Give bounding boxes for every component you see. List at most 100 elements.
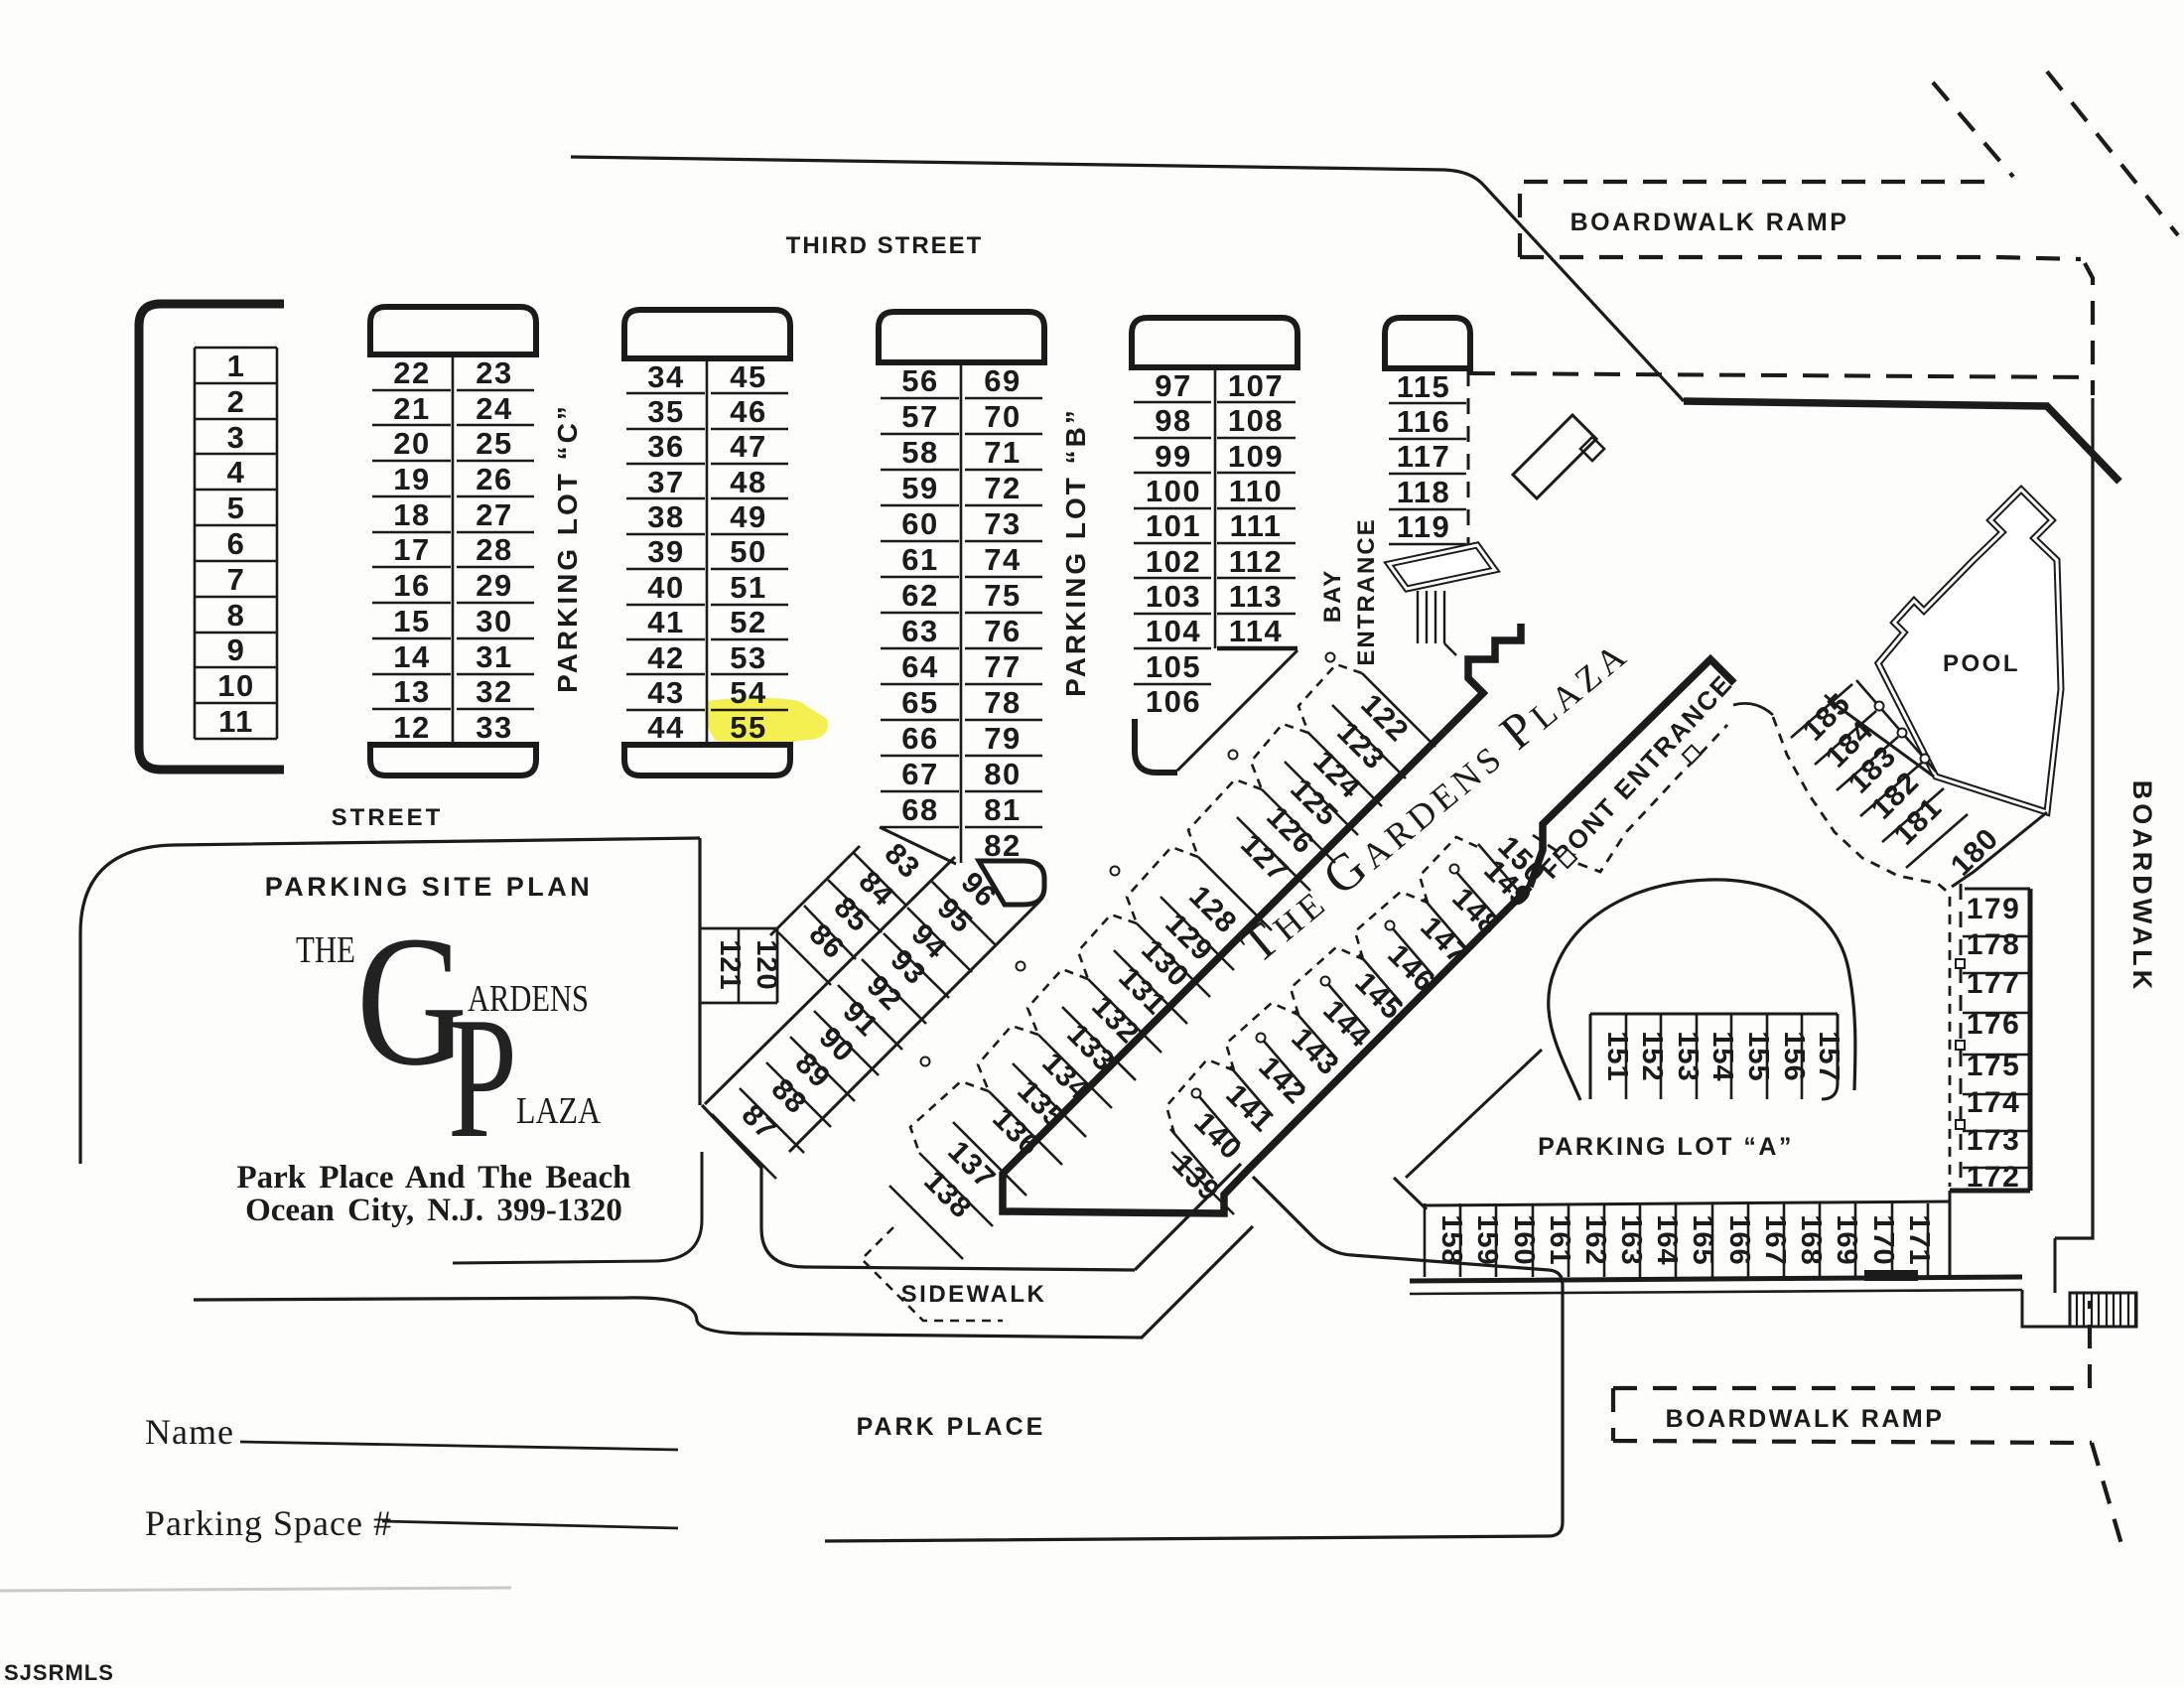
svg-text:111: 111	[1230, 508, 1283, 543]
svg-text:165: 165	[1687, 1214, 1718, 1265]
svg-text:40: 40	[647, 570, 684, 605]
svg-text:173: 173	[1967, 1124, 2021, 1157]
svg-text:101: 101	[1146, 508, 1201, 543]
svg-text:ARDENS: ARDENS	[468, 978, 589, 1020]
svg-text:57: 57	[901, 399, 938, 434]
svg-text:121: 121	[714, 939, 746, 990]
svg-text:157: 157	[1813, 1031, 1844, 1081]
svg-text:171: 171	[1903, 1214, 1935, 1265]
svg-text:115: 115	[1397, 369, 1451, 404]
svg-text:69: 69	[984, 363, 1021, 398]
svg-text:114: 114	[1229, 614, 1284, 648]
svg-text:G: G	[356, 897, 468, 1104]
svg-text:29: 29	[476, 568, 512, 603]
svg-text:30: 30	[476, 604, 512, 638]
svg-text:5: 5	[227, 491, 246, 525]
svg-text:Parking Space #: Parking Space #	[145, 1503, 392, 1543]
svg-text:99: 99	[1155, 439, 1191, 474]
svg-text:100: 100	[1146, 474, 1201, 508]
svg-text:POOL: POOL	[1943, 650, 2020, 677]
svg-text:18: 18	[393, 497, 430, 532]
svg-text:110: 110	[1229, 474, 1284, 508]
svg-text:46: 46	[730, 394, 766, 429]
svg-text:14: 14	[393, 639, 430, 674]
svg-text:16: 16	[393, 568, 430, 603]
svg-text:174: 174	[1967, 1086, 2021, 1119]
svg-text:60: 60	[901, 506, 938, 541]
svg-text:118: 118	[1397, 475, 1451, 509]
svg-text:172: 172	[1967, 1161, 2021, 1194]
svg-text:107: 107	[1228, 368, 1284, 403]
svg-text:STREET: STREET	[332, 804, 444, 831]
svg-text:179: 179	[1967, 893, 2021, 925]
svg-text:102: 102	[1146, 544, 1201, 579]
svg-text:BOARDWALK RAMP: BOARDWALK RAMP	[1666, 1405, 1945, 1433]
svg-text:42: 42	[647, 640, 684, 675]
svg-text:THE: THE	[296, 929, 355, 971]
svg-text:43: 43	[647, 675, 684, 710]
svg-text:7: 7	[227, 562, 246, 597]
svg-text:98: 98	[1155, 403, 1191, 438]
svg-text:36: 36	[647, 429, 684, 464]
svg-text:167: 167	[1759, 1214, 1791, 1265]
svg-text:PARK PLACE: PARK PLACE	[857, 1413, 1046, 1441]
svg-text:120: 120	[751, 939, 782, 990]
svg-text:162: 162	[1579, 1214, 1611, 1265]
svg-text:81: 81	[984, 792, 1021, 827]
svg-text:50: 50	[730, 534, 766, 569]
svg-text:26: 26	[476, 462, 512, 496]
svg-text:97: 97	[1155, 368, 1191, 403]
svg-text:103: 103	[1146, 579, 1201, 614]
svg-text:1: 1	[227, 349, 246, 383]
svg-text:24: 24	[476, 391, 512, 426]
svg-text:80: 80	[984, 757, 1021, 791]
svg-text:BOARDWALK RAMP: BOARDWALK RAMP	[1570, 209, 1849, 236]
svg-text:75: 75	[984, 578, 1021, 613]
svg-text:3: 3	[227, 420, 246, 455]
svg-text:39: 39	[647, 534, 684, 569]
svg-text:67: 67	[901, 757, 938, 791]
svg-text:PARKING LOT “A”: PARKING LOT “A”	[1538, 1133, 1794, 1161]
svg-text:119: 119	[1397, 509, 1451, 544]
svg-text:73: 73	[984, 506, 1021, 541]
svg-text:BAY: BAY	[1319, 569, 1346, 623]
svg-text:13: 13	[393, 674, 430, 709]
svg-text:21: 21	[393, 391, 430, 426]
svg-text:28: 28	[476, 532, 512, 567]
svg-text:BOARDWALK: BOARDWALK	[2127, 780, 2157, 993]
svg-text:76: 76	[984, 614, 1021, 648]
svg-text:82: 82	[984, 828, 1021, 863]
svg-text:70: 70	[984, 399, 1021, 434]
svg-text:78: 78	[984, 685, 1021, 720]
svg-text:113: 113	[1229, 579, 1284, 614]
svg-text:161: 161	[1544, 1214, 1575, 1265]
svg-text:158: 158	[1435, 1214, 1467, 1265]
svg-text:52: 52	[730, 605, 766, 639]
svg-text:34: 34	[647, 359, 684, 394]
svg-text:156: 156	[1778, 1031, 1810, 1081]
svg-text:11: 11	[218, 704, 254, 739]
svg-text:54: 54	[730, 675, 766, 710]
svg-text:105: 105	[1146, 649, 1201, 684]
svg-text:153: 153	[1672, 1031, 1704, 1081]
svg-text:166: 166	[1723, 1214, 1755, 1265]
svg-text:58: 58	[901, 435, 938, 470]
svg-text:61: 61	[901, 542, 938, 577]
svg-text:10: 10	[217, 668, 254, 703]
svg-text:116: 116	[1397, 404, 1451, 439]
svg-text:71: 71	[984, 435, 1021, 470]
svg-text:P: P	[448, 981, 517, 1174]
svg-text:22: 22	[393, 355, 430, 390]
svg-text:155: 155	[1742, 1031, 1774, 1081]
svg-text:65: 65	[901, 685, 938, 720]
svg-text:164: 164	[1651, 1214, 1683, 1265]
svg-text:15: 15	[393, 604, 430, 638]
svg-text:45: 45	[730, 359, 766, 394]
svg-text:17: 17	[393, 532, 430, 567]
svg-text:9: 9	[227, 633, 246, 667]
svg-text:6: 6	[227, 526, 246, 561]
svg-text:PARKING SITE PLAN: PARKING SITE PLAN	[265, 872, 594, 902]
svg-text:160: 160	[1508, 1214, 1540, 1265]
svg-text:66: 66	[901, 721, 938, 756]
svg-text:19: 19	[393, 462, 430, 496]
